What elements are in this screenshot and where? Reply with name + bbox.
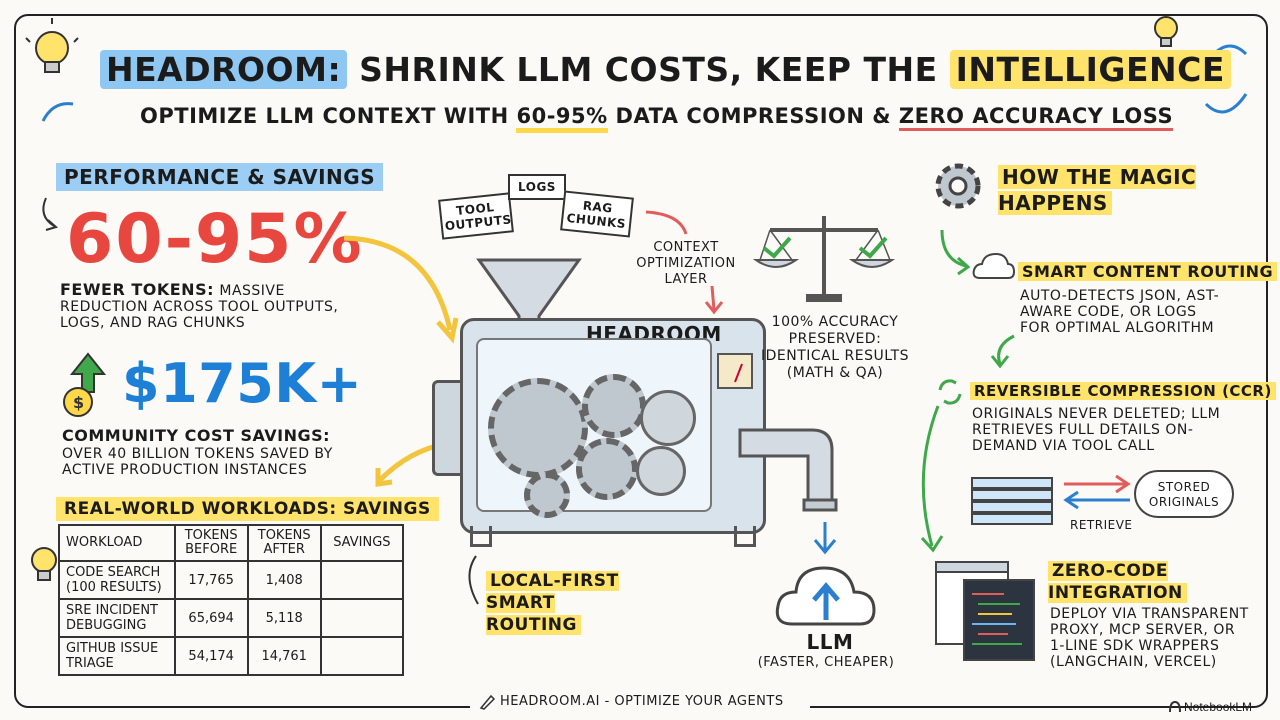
- subtitle-a: OPTIMIZE LLM CONTEXT WITH: [140, 104, 509, 128]
- cell-savings: [319, 560, 405, 600]
- input-card-rag-chunks: RAG CHUNKS: [560, 190, 634, 238]
- zero-title: ZERO-CODE INTEGRATION: [1048, 561, 1187, 603]
- table-row: CODE SEARCH (100 RESULTS) 17,765 1,408: [58, 560, 405, 600]
- title-middle: SHRINK LLM COSTS, KEEP THE: [359, 50, 938, 89]
- red-arrow-icon: [645, 210, 724, 315]
- col-header-savings: SAVINGS: [319, 524, 405, 562]
- green-arrow-icon: [920, 405, 944, 553]
- col-header-after: TOKENS AFTER: [246, 524, 322, 562]
- refresh-icon: [938, 379, 962, 405]
- local-first-label: LOCAL-FIRST SMART ROUTING: [486, 570, 626, 636]
- page-subtitle: OPTIMIZE LLM CONTEXT WITH 60-95% DATA CO…: [140, 104, 1174, 133]
- dollar-growth-icon: $: [63, 352, 107, 417]
- savings-amount: $175K+: [122, 352, 363, 415]
- down-arrow-icon: [813, 522, 837, 555]
- output-pipe: [738, 428, 838, 512]
- data-stack-icon: [971, 477, 1053, 525]
- title-highlight: INTELLIGENCE: [949, 50, 1231, 89]
- table-header-row: WORKLOAD TOKENS BEFORE TOKENS AFTER SAVI…: [58, 524, 405, 562]
- arrow-icon: [468, 555, 479, 605]
- accuracy-text: 100% ACCURACY PRESERVED: IDENTICAL RESUL…: [760, 314, 910, 382]
- input-card-tool-outputs: TOOL OUTPUTS: [438, 192, 514, 240]
- savings-desc: OVER 40 BILLION TOKENS SAVED BY ACTIVE P…: [62, 446, 333, 478]
- balance-scale-icon: [752, 216, 896, 302]
- swap-arrows-icon: [1063, 474, 1131, 510]
- llm-label: LLM: [806, 630, 854, 654]
- subtitle-c: DATA COMPRESSION &: [615, 104, 892, 128]
- dollar-symbol: $: [73, 393, 84, 412]
- zero-title-wrap: ZERO-CODE INTEGRATION: [1048, 560, 1188, 604]
- context-layer-label: CONTEXT OPTIMIZATION LAYER: [636, 240, 736, 287]
- col-header-workload: WORKLOAD: [58, 524, 176, 562]
- magic-heading: HOW THE MAGIC HAPPENS: [998, 164, 1280, 216]
- roller-icon: [640, 390, 696, 446]
- cell-before: 54,174: [173, 636, 249, 676]
- savings-text: COMMUNITY COST SAVINGS: OVER 40 BILLION …: [62, 426, 362, 479]
- retrieve-label: RETRIEVE: [1070, 518, 1133, 532]
- cloud-icon: [972, 252, 1016, 279]
- routing-title: SMART CONTENT ROUTING: [1018, 262, 1278, 281]
- ccr-title: REVERSIBLE COMPRESSION (CCR): [970, 382, 1276, 400]
- tokens-desc: MASSIVE REDUCTION ACROSS TOOL OUTPUTS, L…: [60, 283, 339, 331]
- footer-bg: [470, 690, 810, 712]
- page-title: HEADROOM: SHRINK LLM COSTS, KEEP THE INT…: [100, 50, 1231, 89]
- magic-heading-text: HOW THE MAGIC HAPPENS: [998, 165, 1197, 215]
- cell-savings: [319, 598, 405, 638]
- workloads-table: WORKLOAD TOKENS BEFORE TOKENS AFTER SAVI…: [58, 524, 405, 676]
- roller-icon: [636, 446, 686, 496]
- cell-savings: [319, 636, 405, 676]
- machine-leg: [734, 526, 756, 547]
- cell-after: 1,408: [246, 560, 322, 600]
- cloud-icon: [775, 566, 876, 626]
- gear-icon: [524, 472, 570, 518]
- zero-desc: DEPLOY VIA TRANSPARENT PROXY, MCP SERVER…: [1050, 606, 1249, 670]
- cell-workload: SRE INCIDENT DEBUGGING: [58, 598, 176, 638]
- gear-icon: [576, 438, 638, 500]
- pencil-icon: [479, 694, 496, 710]
- stored-originals-cloud: STORED ORIGINALS: [1134, 470, 1234, 518]
- tokens-label: FEWER TOKENS:: [60, 280, 214, 299]
- gear-icon: [935, 163, 981, 209]
- local-first-text: LOCAL-FIRST SMART ROUTING: [486, 571, 619, 635]
- tokens-text: FEWER TOKENS: MASSIVE REDUCTION ACROSS T…: [60, 280, 360, 332]
- performance-heading: PERFORMANCE & SAVINGS: [56, 163, 384, 191]
- footer-text: HEADROOM.AI - OPTIMIZE YOUR AGENTS: [500, 694, 784, 709]
- ccr-desc: ORIGINALS NEVER DELETED; LLM RETRIEVES F…: [972, 406, 1221, 454]
- accuracy-title: 100% ACCURACY PRESERVED:: [771, 314, 899, 347]
- yellow-arrow-icon: [343, 235, 459, 344]
- cell-after: 14,761: [246, 636, 322, 676]
- routing-desc: AUTO-DETECTS JSON, AST-AWARE CODE, OR LO…: [1020, 288, 1220, 336]
- gear-icon: [488, 378, 588, 478]
- title-prefix: HEADROOM:: [100, 50, 348, 89]
- cell-before: 17,765: [173, 560, 249, 600]
- cell-workload: CODE SEARCH (100 RESULTS): [58, 560, 176, 600]
- table-row: GITHUB ISSUE TRIAGE 54,174 14,761: [58, 636, 405, 676]
- lightbulb-icon: [1154, 16, 1178, 47]
- machine-leg: [470, 526, 492, 547]
- footer-brand: NotebookLM: [1184, 700, 1253, 714]
- subtitle-d: ZERO ACCURACY LOSS: [898, 104, 1174, 131]
- col-header-before: TOKENS BEFORE: [173, 524, 249, 562]
- lightbulb-icon: [25, 18, 79, 73]
- cell-before: 65,694: [173, 598, 249, 638]
- accuracy-desc: IDENTICAL RESULTS (MATH & QA): [760, 348, 910, 381]
- green-arrow-icon: [940, 229, 971, 276]
- gear-icon: [582, 374, 646, 438]
- green-arrow-icon: [990, 334, 1015, 369]
- curved-arrow-icon: [41, 102, 74, 122]
- cell-workload: GITHUB ISSUE TRIAGE: [58, 636, 176, 676]
- lightbulb-icon: [31, 547, 57, 581]
- table-row: SRE INCIDENT DEBUGGING 65,694 5,118: [58, 598, 405, 638]
- big-percent: 60-95%: [66, 200, 364, 279]
- savings-label: COMMUNITY COST SAVINGS:: [62, 426, 331, 445]
- gauge-icon: [717, 353, 753, 389]
- code-window-icon: [935, 561, 1035, 661]
- notebooklm-logo-icon: [1169, 700, 1181, 713]
- llm-desc: (FASTER, CHEAPER): [757, 655, 895, 670]
- input-card-logs: LOGS: [508, 174, 566, 200]
- workloads-heading: REAL-WORLD WORKLOADS: SAVINGS: [56, 497, 439, 521]
- cell-after: 5,118: [246, 598, 322, 638]
- subtitle-b: 60-95%: [516, 104, 608, 133]
- arrow-icon: [42, 197, 59, 231]
